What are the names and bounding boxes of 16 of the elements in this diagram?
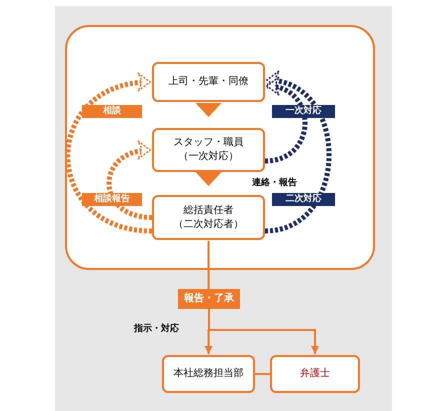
triangle-arrow <box>196 103 222 117</box>
triangle-arrow <box>196 172 222 186</box>
connector-line <box>255 373 270 375</box>
edge-label: 一次対応 <box>272 105 335 118</box>
process-box: 上司・先輩・同僚 <box>152 62 265 102</box>
edge-label: 相談 <box>82 105 142 118</box>
process-box: 弁護士 <box>270 355 360 393</box>
edge-label: 相談報告 <box>82 193 142 206</box>
container-frame <box>65 25 375 270</box>
arrow <box>208 309 319 354</box>
connector-line <box>208 241 210 289</box>
edge-label: 二次対応 <box>272 193 335 206</box>
process-box: 本社総務担当部 <box>162 355 255 393</box>
process-box: 総括責任者（二次対応者） <box>152 195 265 240</box>
process-box: スタッフ・職員（一次対応） <box>152 128 265 172</box>
label-band: 報告・了承 <box>178 289 240 309</box>
